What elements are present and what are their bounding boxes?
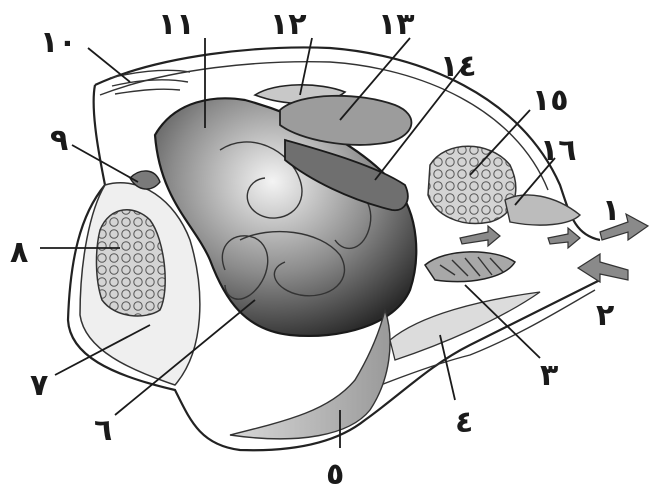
label-5: ٥	[326, 457, 344, 492]
label-7: ٧	[30, 368, 48, 403]
label-15-structure	[428, 146, 516, 223]
label-16-structure	[505, 195, 580, 225]
label-9: ٩	[50, 123, 68, 158]
label-16: ١٦	[540, 133, 577, 168]
label-4: ٤	[455, 405, 473, 440]
label-10: ١٠	[40, 25, 77, 60]
label-3: ٣	[540, 358, 558, 393]
label-2: ٢	[596, 298, 614, 333]
label-14: ١٤	[440, 49, 477, 84]
label-3-structure	[425, 252, 515, 282]
label-6: ٦	[94, 413, 112, 448]
label-1: ١	[602, 193, 620, 228]
label-13: ١٣	[378, 7, 415, 42]
label-4-structure	[390, 292, 540, 360]
label-11: ١١	[158, 7, 195, 42]
label-8: ٨	[10, 235, 28, 270]
label-15: ١٥	[532, 83, 569, 118]
label-12: ١٢	[270, 7, 307, 42]
